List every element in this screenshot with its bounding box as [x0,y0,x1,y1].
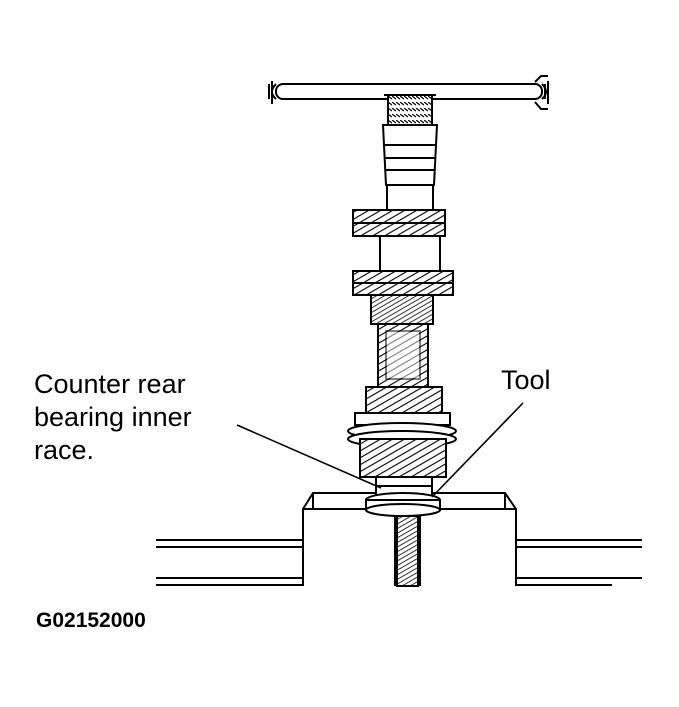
press-tool [365,492,441,587]
bearing-inner-race [375,476,433,498]
screw-body [381,124,439,212]
callout-counter-rear-bearing-inner-race: Counter rear bearing inner race. [34,368,192,467]
leader-line-tool [431,402,524,498]
bearing-assembly [347,412,457,478]
figure-code: G02152000 [36,609,146,632]
press-bench [156,539,642,586]
forcing-screw [384,94,436,126]
callout-line-3: race. [34,435,95,465]
gear-middle [352,270,454,296]
gear-upper [352,209,446,237]
t-handle [268,75,549,110]
callout-line-1: Counter rear [34,369,186,399]
callout-line-2: bearing inner [34,402,192,432]
gear-lower [365,386,443,414]
leader-line-counter-race [236,424,382,489]
callout-tool: Tool [501,365,551,395]
counter-shaft [370,210,441,389]
